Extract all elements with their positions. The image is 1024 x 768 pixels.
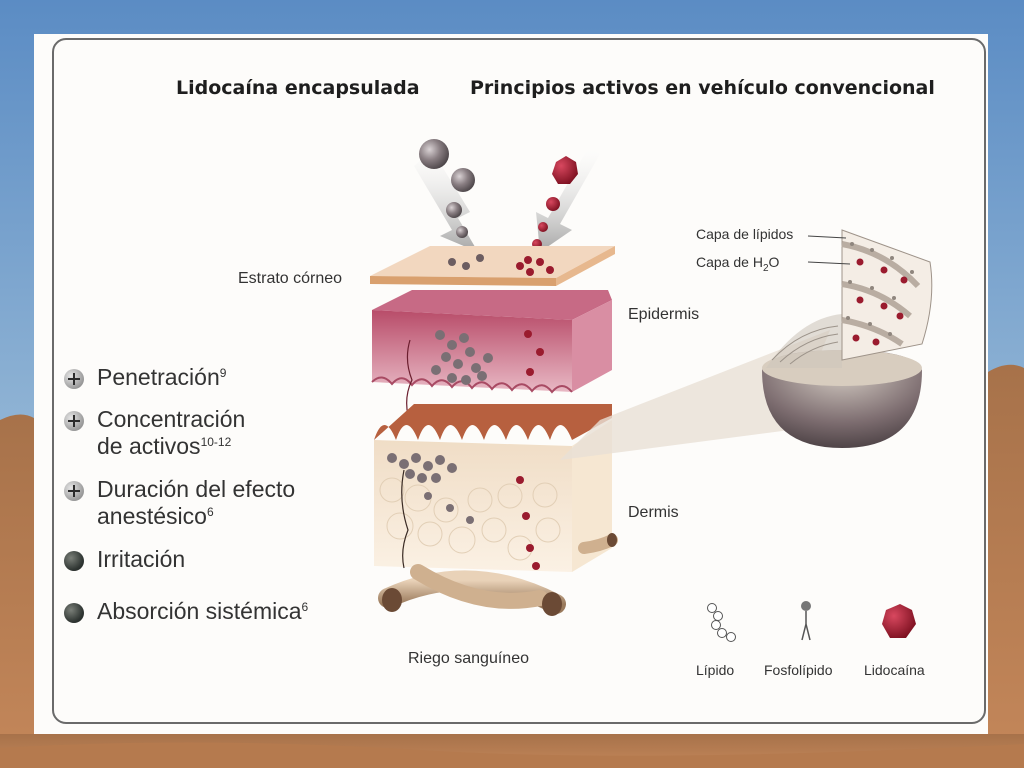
- plus-icon: [64, 481, 84, 501]
- figure-frame: [52, 38, 986, 724]
- entry-arrow-liposome: [414, 150, 478, 252]
- label-stratum-corneum: Estrato córneo: [238, 270, 343, 287]
- label-blood-supply: Riego sanguíneo: [408, 650, 529, 667]
- effect-irritation: Irritación: [97, 546, 186, 572]
- heading-conventional: Principios activos en vehículo convencio…: [470, 77, 935, 99]
- minus-icon: [64, 603, 84, 623]
- dermis-layer: [374, 404, 612, 572]
- stratum-corneum-layer: [370, 246, 615, 286]
- heading-encapsulated: Lidocaína encapsulada: [176, 77, 420, 99]
- label-water-layer: Capa de H2O: [696, 254, 780, 274]
- entry-arrow-lidocaine: [536, 148, 600, 252]
- label-epidermis: Epidermis: [628, 306, 700, 323]
- effect-penetration: Penetración9: [97, 364, 227, 390]
- label-dermis: Dermis: [628, 504, 679, 521]
- phospholipid-icon: [801, 601, 811, 641]
- label-lipid-layer: Capa de lípidos: [696, 226, 794, 242]
- legend-lipid: Lípido: [696, 662, 735, 678]
- legend-phospholipid: Fosfolípido: [764, 662, 833, 678]
- liposome-cutaway: [762, 229, 933, 448]
- blood-vessels: [378, 533, 618, 616]
- liposome-particles: [419, 139, 475, 238]
- legend-lidocaine: Lidocaína: [864, 662, 925, 678]
- lidocaine-icon: [882, 604, 916, 638]
- lipid-icon: [707, 603, 736, 642]
- zoom-beam: [560, 330, 830, 460]
- minus-icon: [64, 551, 84, 571]
- epidermis-layer: [371, 290, 612, 417]
- plus-icon: [64, 369, 84, 389]
- plus-icon: [64, 411, 84, 431]
- effect-systemic-absorption: Absorción sistémica6: [97, 598, 309, 624]
